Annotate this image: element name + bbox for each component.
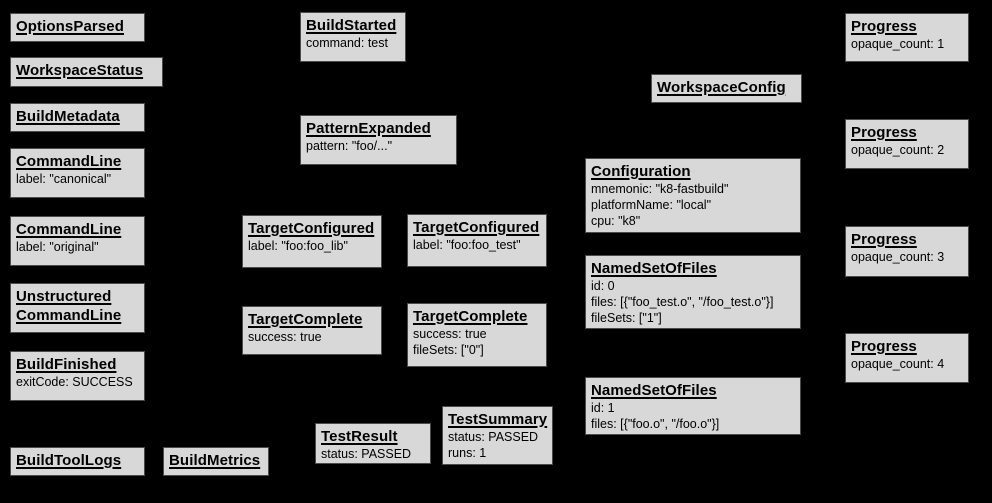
event-node-options-parsed: OptionsParsed xyxy=(10,13,145,42)
event-node-named-set-of-files-1: NamedSetOfFiles id: 1 files: [{"foo.o", "/… xyxy=(585,377,801,435)
event-node-title: NamedSetOfFiles xyxy=(591,382,717,399)
event-node-attribute: opaque_count: 1 xyxy=(851,37,945,51)
event-node-title: Progress xyxy=(851,18,917,35)
event-node-command-line-original: CommandLine label: "original" xyxy=(10,216,145,266)
event-node-build-tool-logs: BuildToolLogs xyxy=(10,447,145,476)
event-node-test-result: TestResult status: PASSED xyxy=(315,423,431,464)
event-node-unstructured-command-line: Unstructured CommandLine xyxy=(10,283,145,333)
event-node-attribute: mnemonic: "k8-fastbuild" xyxy=(591,182,729,196)
event-node-title: WorkspaceConfig xyxy=(657,79,786,96)
event-node-title: BuildFinished xyxy=(16,356,117,373)
event-node-target-configured-foo-lib: TargetConfigured label: "foo:foo_lib" xyxy=(242,215,382,268)
event-node-attribute: opaque_count: 4 xyxy=(851,357,945,371)
event-node-build-finished: BuildFinished exitCode: SUCCESS xyxy=(10,351,145,401)
event-node-workspace-config: WorkspaceConfig xyxy=(651,74,802,103)
event-node-attribute: id: 0 xyxy=(591,279,615,293)
event-node-attribute: status: PASSED xyxy=(448,430,539,444)
event-node-attribute: opaque_count: 3 xyxy=(851,250,945,264)
event-node-attribute: label: "canonical" xyxy=(16,172,112,186)
event-node-attribute: status: PASSED xyxy=(321,447,412,461)
event-node-title: Configuration xyxy=(591,163,691,180)
event-node-title: TestResult xyxy=(321,428,398,445)
event-node-attribute: id: 1 xyxy=(591,401,615,415)
event-node-attribute: pattern: "foo/..." xyxy=(306,139,393,153)
event-node-title: CommandLine xyxy=(16,153,122,170)
event-node-test-summary: TestSummary status: PASSED runs: 1 xyxy=(442,406,553,465)
event-node-title: BuildMetrics xyxy=(169,452,261,469)
event-node-title: TestSummary xyxy=(448,411,548,428)
event-node-title: Unstructured CommandLine xyxy=(16,288,122,324)
event-node-attribute: command: test xyxy=(306,36,388,50)
event-node-title: Progress xyxy=(851,338,917,355)
event-node-title: TargetComplete xyxy=(248,311,363,328)
event-node-title: WorkspaceStatus xyxy=(16,62,144,79)
event-node-title: BuildToolLogs xyxy=(16,452,122,469)
event-node-attribute: files: [{"foo_test.o", "/foo_test.o"}] xyxy=(591,295,774,309)
event-node-progress-4: Progress opaque_count: 4 xyxy=(845,333,969,383)
event-node-progress-2: Progress opaque_count: 2 xyxy=(845,119,969,169)
event-node-attribute: opaque_count: 2 xyxy=(851,143,945,157)
event-node-attribute: fileSets: ["1"] xyxy=(591,311,662,325)
event-node-title: BuildMetadata xyxy=(16,108,120,125)
event-node-configuration: Configuration mnemonic: "k8-fastbuild" pla… xyxy=(585,158,801,233)
event-node-workspace-status: WorkspaceStatus xyxy=(10,57,163,87)
event-node-attribute: exitCode: SUCCESS xyxy=(16,375,133,389)
event-node-target-configured-foo-test: TargetConfigured label: "foo:foo_test" xyxy=(407,214,547,267)
event-node-attribute: fileSets: ["0"] xyxy=(413,343,484,357)
event-node-target-complete-foo-test: TargetComplete success: true fileSets: ["0… xyxy=(407,303,547,367)
event-node-build-metrics: BuildMetrics xyxy=(163,447,269,476)
event-node-attribute: platformName: "local" xyxy=(591,198,712,212)
event-node-named-set-of-files-0: NamedSetOfFiles id: 0 files: [{"foo_test.o… xyxy=(585,255,801,329)
event-node-pattern-expanded: PatternExpanded pattern: "foo/..." xyxy=(300,115,457,165)
event-node-attribute: success: true xyxy=(413,327,487,341)
event-node-attribute: success: true xyxy=(248,330,322,344)
event-node-target-complete-foo-lib: TargetComplete success: true xyxy=(242,306,382,355)
event-node-title: CommandLine xyxy=(16,221,122,238)
event-node-title: NamedSetOfFiles xyxy=(591,260,717,277)
event-node-build-started: BuildStarted command: test xyxy=(300,12,406,62)
event-node-attribute: label: "foo:foo_lib" xyxy=(248,239,348,253)
event-node-title: Progress xyxy=(851,231,917,248)
event-node-title: TargetConfigured xyxy=(248,220,375,237)
event-node-attribute: runs: 1 xyxy=(448,446,487,460)
event-node-attribute: files: [{"foo.o", "/foo.o"}] xyxy=(591,417,720,431)
event-node-attribute: cpu: "k8" xyxy=(591,214,641,228)
event-node-title: PatternExpanded xyxy=(306,120,431,137)
event-node-title: Progress xyxy=(851,124,917,141)
event-node-title: OptionsParsed xyxy=(16,18,124,35)
event-node-title: TargetComplete xyxy=(413,308,528,325)
event-node-progress-1: Progress opaque_count: 1 xyxy=(845,13,969,62)
event-node-title: TargetConfigured xyxy=(413,219,540,236)
event-node-title: BuildStarted xyxy=(306,17,397,34)
event-node-command-line-canonical: CommandLine label: "canonical" xyxy=(10,148,145,198)
event-node-progress-3: Progress opaque_count: 3 xyxy=(845,226,969,277)
event-node-attribute: label: "original" xyxy=(16,240,99,254)
event-node-attribute: label: "foo:foo_test" xyxy=(413,238,521,252)
event-node-build-metadata: BuildMetadata xyxy=(10,103,145,132)
